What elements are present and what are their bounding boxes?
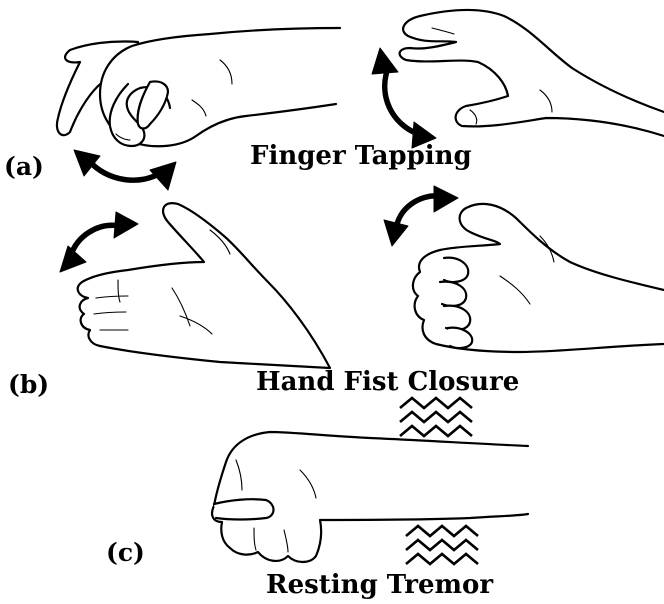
curved-double-arrow-icon xyxy=(74,150,176,190)
fist-closure-hand-fist xyxy=(413,204,664,352)
panel-b-tag: (b) xyxy=(8,372,49,397)
curved-double-arrow-icon xyxy=(384,186,458,246)
finger-tapping-hand-open xyxy=(57,28,340,146)
resting-tremor-hand xyxy=(212,432,528,562)
resting-tremor-forearm-hand xyxy=(212,432,528,562)
finger-tapping-hand-closed xyxy=(400,10,664,136)
tremor-zigzag-icon xyxy=(400,398,472,436)
tremor-zigzag-icon xyxy=(406,526,478,564)
panel-a-caption: Finger Tapping xyxy=(250,143,472,169)
panel-a-tag: (a) xyxy=(4,154,44,179)
panel-c-tag: (c) xyxy=(106,540,145,565)
finger-tapping-closed-hand xyxy=(400,10,664,136)
curved-double-arrow-icon xyxy=(60,212,138,272)
panel-c-caption: Resting Tremor xyxy=(266,572,493,598)
curved-double-arrow-icon xyxy=(372,48,436,148)
panel-b-caption: Hand Fist Closure xyxy=(256,369,519,395)
